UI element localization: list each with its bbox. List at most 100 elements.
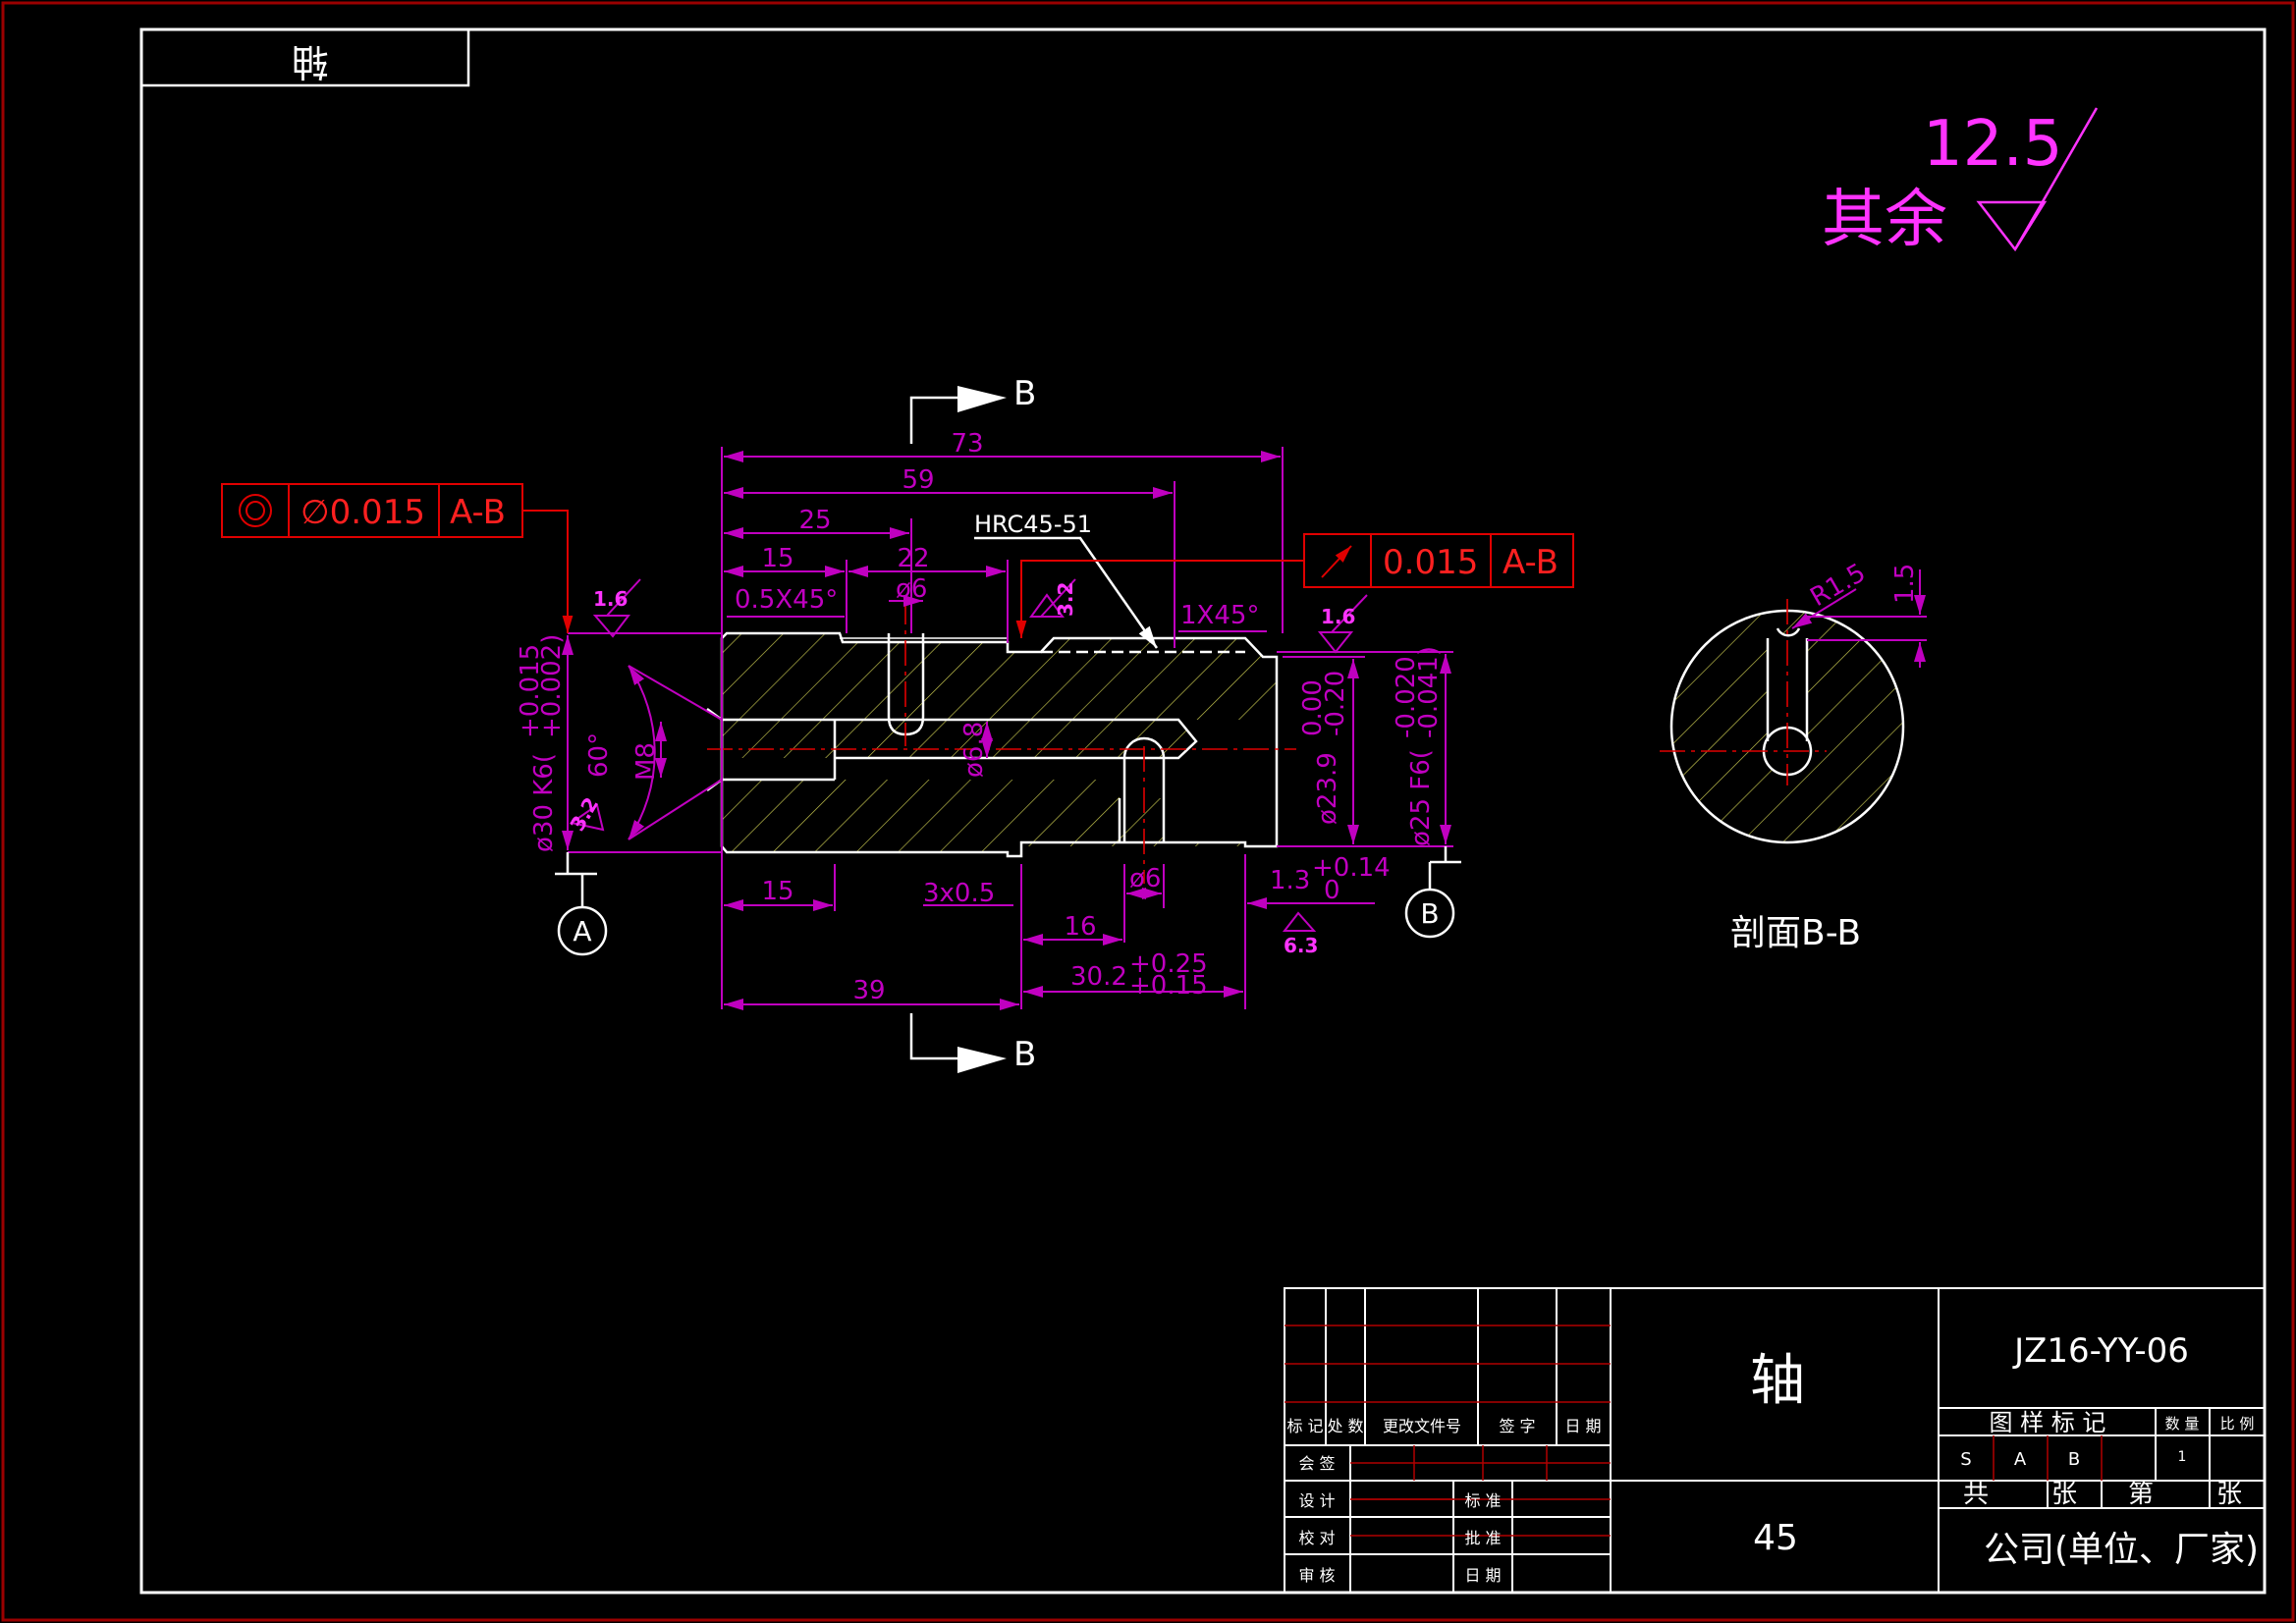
roughness-3.2-icon xyxy=(569,803,605,832)
hardness-note: HRC45-51 xyxy=(974,511,1092,538)
dim-phi25-lower: -0.041) xyxy=(1414,646,1444,738)
section-marker-label: B xyxy=(1013,374,1036,413)
tb-part-name: 轴 xyxy=(1750,1349,1805,1413)
tb-header-docno: 更改文件号 xyxy=(1383,1417,1461,1435)
tb-row-review: 审 核 xyxy=(1298,1566,1335,1585)
dim-16: 16 xyxy=(1064,912,1096,942)
tb-label-approve: 批 准 xyxy=(1464,1529,1501,1547)
dim-phi23.9-upper: 0.00 xyxy=(1298,679,1328,736)
dim-phi6-bottom: ø6 xyxy=(1129,864,1161,893)
dim-59: 59 xyxy=(902,465,934,495)
tb-header-sign: 签 字 xyxy=(1499,1417,1535,1435)
dimensions: 73 59 25 15 22 0.5X45° ø6 1X45° HRC45-51… xyxy=(516,429,1453,1010)
tb-row-countersign: 会 签 xyxy=(1298,1454,1335,1473)
tb-scale-label: 比 例 xyxy=(2220,1415,2255,1433)
dim-phi30-upper: +0.015 xyxy=(516,644,545,738)
shaft-view xyxy=(706,599,1296,884)
tb-sheet-total: 共 xyxy=(1963,1480,1989,1509)
section-view: R1.5 1.5 剖面B-B xyxy=(1660,558,1927,953)
tb-drawing-number: JZ16-YY-06 xyxy=(2012,1331,2189,1371)
dim-30.2-lower: +0.15 xyxy=(1129,971,1208,1001)
dim-phi23.9-main: ø23.9 xyxy=(1313,752,1342,825)
runout-value: 0.015 xyxy=(1383,543,1478,582)
tb-label-date: 日 期 xyxy=(1464,1566,1501,1585)
concentricity-value: ∅0.015 xyxy=(301,493,425,532)
shaft-outline xyxy=(720,631,1279,858)
section-marker-label: B xyxy=(1013,1035,1036,1074)
title-block: 标 记 处 数 更改文件号 签 字 日 期 会 签 设 计 校 对 审 核 标 … xyxy=(1284,1287,2266,1594)
tb-mark-s: S xyxy=(1960,1449,1971,1470)
tb-header-date: 日 期 xyxy=(1564,1417,1601,1435)
dim-30.2-upper: +0.25 xyxy=(1129,949,1208,979)
concentricity-icon xyxy=(239,494,272,527)
dim-groove-3x0.5: 3x0.5 xyxy=(923,879,995,908)
dim-chamfer-1: 1X45° xyxy=(1180,601,1259,630)
tb-sheet-unit1: 张 xyxy=(2051,1480,2077,1509)
section-arrow-icon xyxy=(957,386,1007,412)
dim-phi25-main: ø25 F6( xyxy=(1406,749,1436,846)
roughness-6.3: 6.3 xyxy=(1284,934,1318,957)
corner-label-box: 轴 xyxy=(139,27,470,87)
tb-header-count: 处 数 xyxy=(1327,1417,1363,1435)
runout-datum: A-B xyxy=(1503,543,1558,582)
dim-phi25-upper: -0.020 xyxy=(1392,656,1421,738)
dim-1.3-upper: +0.14 xyxy=(1312,853,1391,883)
dim-phi23.9-lower: -0.20 xyxy=(1321,671,1350,736)
roughness-3.2-top: 3.2 xyxy=(1054,582,1077,617)
dim-30.2-main: 30.2 xyxy=(1070,962,1127,992)
roughness-6.3-icon xyxy=(1282,911,1317,932)
tb-sheet-index: 第 xyxy=(2128,1480,2154,1509)
corner-label: 轴 xyxy=(292,40,329,83)
tb-qty-label: 数 量 xyxy=(2165,1415,2200,1433)
dim-1.3-main: 1.3 xyxy=(1270,866,1310,895)
tb-material: 45 xyxy=(1753,1518,1798,1558)
section-arrow-icon xyxy=(957,1047,1007,1073)
roughness-1.6-right: 1.6 xyxy=(1321,605,1355,628)
roughness-1.6-icon xyxy=(592,578,641,638)
datum-b-label: B xyxy=(1420,897,1439,930)
dim-25: 25 xyxy=(798,506,831,535)
dim-phi30-lower: +0.002) xyxy=(537,634,567,738)
tb-qty-value: 1 xyxy=(2178,1449,2187,1465)
dim-angle-60: 60° xyxy=(584,732,614,778)
tb-mark-b: B xyxy=(2068,1449,2080,1470)
tb-row-check: 校 对 xyxy=(1298,1529,1335,1547)
roughness-1.6-icon xyxy=(1317,594,1368,654)
dim-15-top: 15 xyxy=(761,544,793,573)
section-caption: 剖面B-B xyxy=(1730,913,1861,953)
tb-company: 公司(单位、厂家) xyxy=(1984,1530,2259,1570)
datum-a-label: A xyxy=(573,915,591,947)
dim-chamfer-05: 0.5X45° xyxy=(735,585,838,615)
general-roughness: 12.5 其余 xyxy=(1822,107,2099,256)
tb-sheet-unit2: 张 xyxy=(2216,1480,2242,1509)
dim-1.3-lower: 0 xyxy=(1324,876,1340,905)
tb-label-standard: 标 准 xyxy=(1464,1491,1501,1510)
dim-39: 39 xyxy=(852,976,885,1005)
datum-b: B xyxy=(1404,846,1461,939)
dim-73: 73 xyxy=(951,429,983,459)
datum-a: A xyxy=(555,852,608,956)
tolerance-frame-concentricity: ∅0.015 A-B xyxy=(221,483,574,633)
roughness-value: 12.5 xyxy=(1923,108,2063,181)
dim-phi6.8: ø6.8 xyxy=(959,722,989,778)
dim-phi6-top: ø6 xyxy=(896,574,927,604)
tb-mark-title: 图 样 标 记 xyxy=(1990,1409,2106,1436)
tb-row-design: 设 计 xyxy=(1298,1491,1335,1510)
dim-phi30-main: ø30 K6( xyxy=(529,753,559,852)
tolerance-frame-runout: 0.015 A-B xyxy=(1015,533,1574,638)
inner-border xyxy=(139,27,2267,1595)
roughness-label: 其余 xyxy=(1822,184,1947,256)
roughness-1.6-left: 1.6 xyxy=(593,587,628,611)
runout-arrow-icon xyxy=(1321,545,1352,578)
dim-1.5-vertical: 1.5 xyxy=(1890,564,1920,604)
dim-22: 22 xyxy=(897,544,929,573)
concentricity-datum: A-B xyxy=(450,493,506,532)
roughness-3.2-icon xyxy=(1029,578,1076,618)
section-marker-bottom: B xyxy=(909,1013,1036,1074)
tb-mark-a: A xyxy=(2014,1449,2027,1470)
tb-header-mark: 标 记 xyxy=(1286,1417,1323,1435)
dim-r1.5: R1.5 xyxy=(1806,558,1871,613)
dim-m8: M8 xyxy=(631,742,661,781)
